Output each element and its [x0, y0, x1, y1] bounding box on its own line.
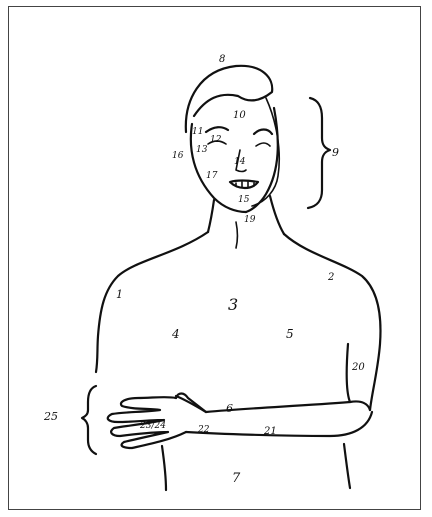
bracket-9	[308, 98, 330, 208]
label-10: 10	[233, 110, 246, 121]
left-shoulder	[96, 232, 208, 372]
label-19: 19	[244, 215, 256, 225]
label-6: 6	[226, 402, 233, 415]
bracket-25	[82, 386, 96, 454]
right-eye	[256, 143, 270, 146]
label-21: 21	[263, 426, 277, 437]
label-25: 25	[43, 410, 58, 423]
label-2324: 23/24	[139, 421, 166, 431]
label-3: 3	[228, 295, 238, 314]
neck-left	[208, 200, 214, 232]
label-8: 8	[219, 54, 225, 65]
right-eyebrow	[254, 130, 272, 135]
torso-bottom-right	[344, 444, 350, 488]
right-shoulder	[284, 234, 380, 410]
label-14: 14	[234, 157, 246, 167]
label-17: 17	[206, 171, 218, 181]
label-16: 16	[172, 151, 184, 161]
neck-line	[236, 222, 238, 248]
right-torso-side	[347, 344, 350, 402]
label-13: 13	[196, 145, 208, 155]
left-eyebrow	[206, 127, 228, 132]
label-12: 12	[210, 135, 222, 145]
label-7: 7	[232, 471, 241, 486]
forearm-top	[176, 396, 370, 412]
hair-outline	[186, 66, 272, 132]
forearm-bottom	[186, 412, 372, 436]
neck-right	[270, 196, 284, 234]
torso-bottom-left	[162, 446, 166, 490]
face-right-contour	[246, 108, 278, 212]
label-15: 15	[238, 195, 250, 205]
label-1: 1	[116, 288, 123, 301]
label-4: 4	[171, 327, 180, 341]
label-5: 5	[286, 327, 294, 341]
label-22: 22	[197, 425, 210, 435]
label-20: 20	[351, 362, 365, 373]
label-2: 2	[327, 272, 334, 283]
label-11: 11	[192, 127, 203, 137]
label-9: 9	[332, 146, 339, 159]
